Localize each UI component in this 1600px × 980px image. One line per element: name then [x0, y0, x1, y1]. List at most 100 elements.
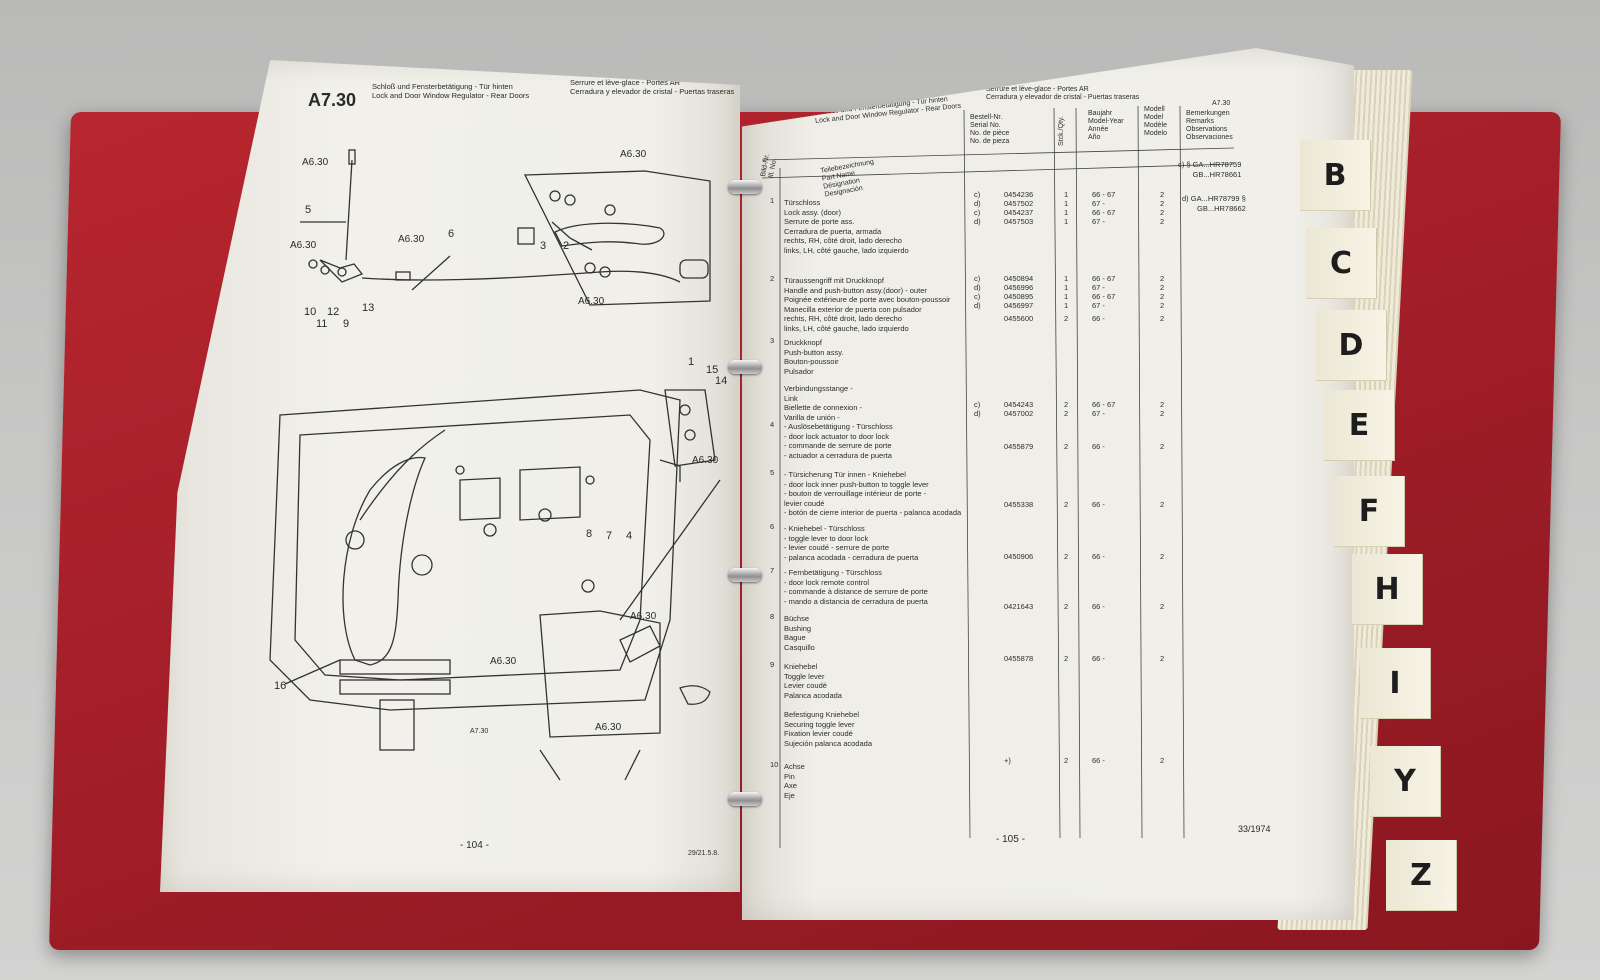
callout-13: 13 [362, 302, 375, 314]
tab-c[interactable]: C [1306, 228, 1377, 299]
item-description: - Kniehebel - Türschloss- toggle lever t… [784, 524, 918, 562]
tab-d[interactable]: D [1316, 310, 1387, 381]
col-remarks-es: Observaciones [1186, 134, 1233, 141]
item-number: 4 [770, 420, 775, 429]
col-remarks-en: Remarks [1186, 118, 1215, 125]
item-number: 8 [770, 612, 775, 621]
item-description-line: - actuador a cerradura de puerta [784, 450, 892, 460]
row-model: 2 [1160, 199, 1165, 208]
row-model: 2 [1160, 756, 1165, 765]
right-section-code: A7.30 [1212, 100, 1231, 107]
item-description-line: - commande de serrure de porte [784, 441, 892, 450]
item-number: 7 [770, 566, 775, 575]
callout-12: 12 [327, 306, 340, 318]
item-description-line: links, LH, côté gauche, lado izquierdo [784, 245, 909, 255]
col-model-en: Model [1144, 114, 1164, 121]
col-remarks-fr: Observations [1186, 126, 1228, 133]
tab-i[interactable]: I [1360, 648, 1431, 719]
row-code: c) [974, 292, 981, 301]
col-model-fr: Modèle [1144, 122, 1167, 129]
row-qty: 2 [1064, 400, 1069, 409]
item-description-line: - Auslösebetätigung - Türschloss [784, 422, 893, 431]
callout-7: 7 [606, 530, 613, 542]
row-model: 2 [1160, 602, 1165, 611]
item-description-line: Link [784, 393, 798, 403]
tab-b[interactable]: B [1300, 140, 1371, 211]
col-year-fr: Année [1088, 126, 1109, 133]
binder-rings [728, 160, 768, 820]
row-qty: 2 [1064, 409, 1069, 418]
item-description-line: - door lock actuator to door lock [784, 431, 890, 441]
callout-10: 10 [304, 306, 317, 318]
row-code: d) [974, 199, 981, 208]
item-description-line: levier coudé [784, 498, 825, 508]
row-model: 2 [1160, 190, 1165, 199]
row-year: 66 - [1092, 314, 1105, 323]
item-number: 10 [770, 760, 779, 769]
callout-16: 16 [274, 680, 287, 692]
item-description-line: Serrure de porte ass. [784, 217, 855, 226]
tab-y[interactable]: Y [1370, 746, 1441, 817]
item-description-line: - Türsicherung Tür innen - Kniehebel [784, 470, 906, 479]
ref-a630-6: A6.30 [692, 455, 719, 466]
row-year: 66 - 67 [1092, 400, 1116, 409]
right-page-number: - 105 - [996, 834, 1025, 845]
item-description-line: Toggle lever [784, 671, 825, 681]
remarks-c-line-2: GB...HR78661 [1192, 169, 1242, 179]
callout-14: 14 [715, 375, 728, 387]
col-year: Baujahr Model-Year Année Año [1088, 110, 1124, 142]
row-qty: 2 [1064, 500, 1069, 509]
item-description: - Auslösebetätigung - Türschloss- door l… [784, 422, 893, 460]
item-description-line: Türaussengriff mit Druckknopf [784, 276, 884, 285]
row-year: 66 - 67 [1092, 190, 1116, 199]
ref-a630-9: A6.30 [490, 656, 517, 667]
index-tabs: B C D E F H I Y Z [1290, 120, 1490, 960]
item-description-line: - mando a distancia de cerradura de puer… [784, 596, 928, 606]
row-year: 67 - [1092, 409, 1105, 418]
callout-9: 9 [343, 318, 350, 330]
tab-z[interactable]: Z [1386, 840, 1457, 911]
row-code: c) [974, 400, 981, 409]
callout-11: 11 [316, 318, 328, 330]
item-description-line: - toggle lever to door lock [784, 533, 869, 543]
row-code: d) [974, 217, 981, 226]
left-header-fr-es: Serrure et lève-glace - Portes AR Cerrad… [570, 78, 734, 96]
row-year: 67 - [1092, 301, 1105, 310]
item-number: 6 [770, 522, 775, 531]
row-part: 0454243 [1004, 400, 1034, 409]
tab-h[interactable]: H [1352, 554, 1423, 625]
item-description-line: Eje [784, 790, 795, 800]
ref-a630-4: A6.30 [398, 234, 425, 245]
item-description-line: - Fernbetätigung - Türschloss [784, 568, 882, 577]
binder-ring [728, 792, 762, 806]
row-year: 66 - [1092, 654, 1105, 663]
col-serial-es: No. de pieza [970, 138, 1010, 145]
item-description-line: Lock assy. (door) [784, 207, 841, 217]
ref-a630-2: A6.30 [620, 149, 647, 160]
row-qty: 1 [1064, 217, 1069, 226]
row-qty: 2 [1064, 602, 1069, 611]
row-model: 2 [1160, 500, 1165, 509]
row-model: 2 [1160, 292, 1165, 301]
tab-f[interactable]: F [1334, 476, 1405, 547]
item-description-line: Palanca acodada [784, 690, 842, 700]
item-description-line: - door lock remote control [784, 577, 870, 587]
row-year: 66 - 67 [1092, 292, 1116, 301]
callout-2: 2 [563, 240, 570, 252]
tab-e[interactable]: E [1324, 390, 1395, 461]
col-serial-fr: No. de pièce [970, 130, 1010, 137]
section-code: A7.30 [308, 90, 357, 110]
row-year: 66 - 67 [1092, 274, 1116, 283]
item-description-line: Poignée extérieure de porte avec bouton-… [784, 295, 951, 304]
remarks-c: c) § GA...HR78759 GB...HR78661 [1178, 160, 1241, 179]
row-code: c) [974, 208, 981, 217]
exploded-parts-diagram [269, 149, 721, 781]
row-qty: 2 [1064, 756, 1069, 765]
row-year: 66 - [1092, 552, 1105, 561]
col-serial: Bestell-Nr. Serial No. No. de pièce No. … [970, 114, 1009, 146]
